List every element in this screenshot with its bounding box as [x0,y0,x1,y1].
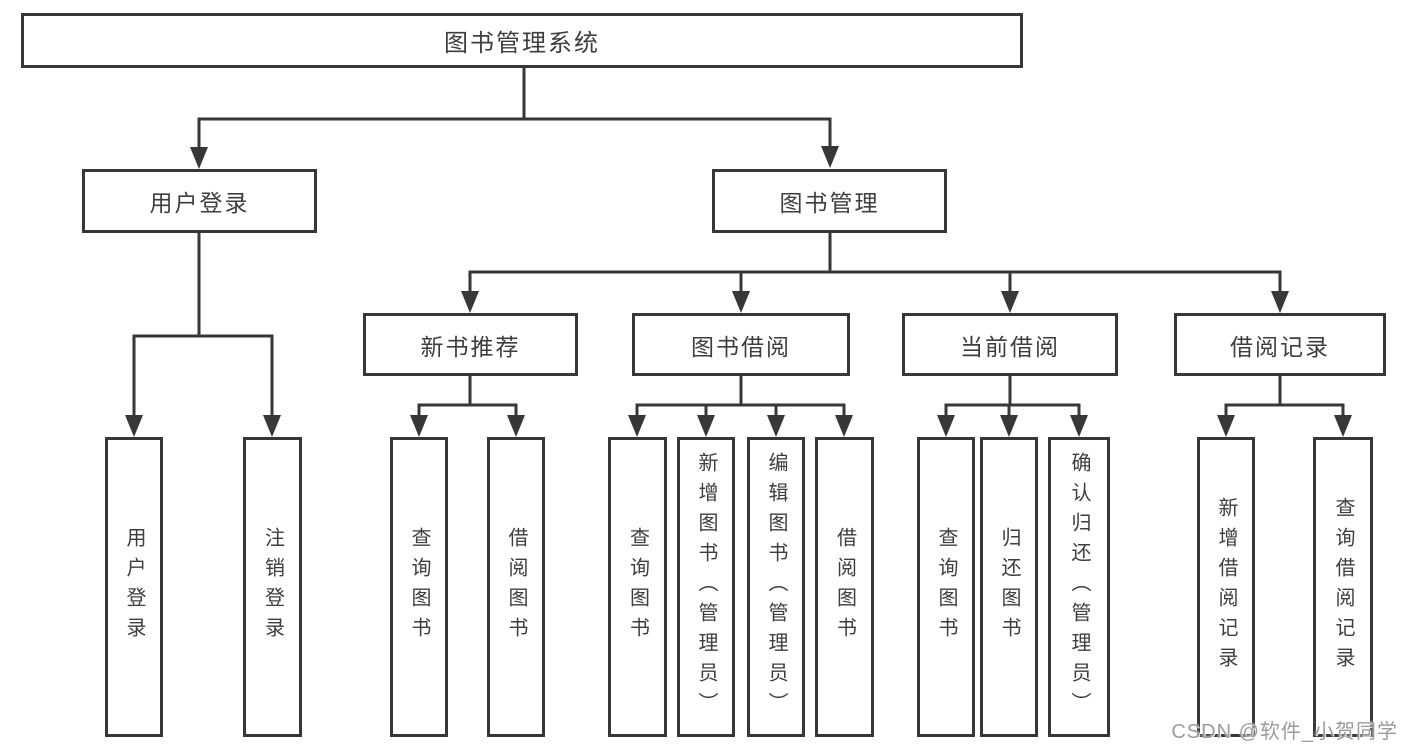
leaf-edit-books-admin: 编辑图书（管理员） [747,437,805,737]
leaf-label: 查询借阅记录 [1332,497,1354,677]
node-new-book-recommendation: 新书推荐 [363,313,578,376]
leaf-add-books-admin: 新增图书（管理员） [677,437,735,737]
leaf-query-borrow-record: 查询借阅记录 [1313,437,1373,737]
leaf-label: 借阅图书 [505,527,527,647]
node-borrowing-records: 借阅记录 [1174,313,1386,376]
node-label: 图书管理 [779,190,880,216]
leaf-label: 注销登录 [261,527,284,647]
leaf-label: 借阅图书 [833,527,856,647]
node-user-login-branch: 用户登录 [82,169,317,233]
leaf-label: 用户登录 [123,527,145,647]
leaf-borrow-books-recommend: 借阅图书 [487,437,545,737]
leaf-query-books-current: 查询图书 [917,437,975,737]
leaf-user-login: 用户登录 [105,437,163,737]
node-current-borrowing: 当前借阅 [902,313,1118,376]
leaf-add-borrow-record: 新增借阅记录 [1197,437,1255,737]
leaf-return-books: 归还图书 [980,437,1038,737]
leaf-label: 查询图书 [408,527,430,647]
node-label: 用户登录 [149,190,250,216]
leaf-label: 新增借阅记录 [1215,497,1237,677]
node-label: 新书推荐 [420,333,521,360]
node-label: 图书借阅 [691,333,791,360]
leaf-label: 归还图书 [998,527,1020,647]
node-label: 当前借阅 [960,333,1060,360]
node-label: 借阅记录 [1230,333,1330,360]
node-label: 图书管理系统 [444,30,600,57]
leaf-label: 编辑图书（管理员） [765,452,787,722]
leaf-borrow-books-borrowing: 借阅图书 [815,437,874,737]
leaf-confirm-return-admin: 确认归还（管理员） [1048,437,1110,737]
leaf-query-books-borrowing: 查询图书 [608,437,667,737]
leaf-label: 新增图书（管理员） [695,452,717,722]
leaf-query-books-recommend: 查询图书 [390,437,448,737]
node-book-management-branch: 图书管理 [712,169,947,233]
leaf-label: 确认归还（管理员） [1068,452,1090,722]
leaf-label: 查询图书 [935,527,957,647]
csdn-watermark: CSDN @软件_小贺同学 [1171,721,1398,743]
leaf-logout: 注销登录 [243,437,302,737]
node-library-management-system: 图书管理系统 [21,13,1023,68]
leaf-label: 查询图书 [626,527,649,647]
node-book-borrowing: 图书借阅 [632,313,850,376]
